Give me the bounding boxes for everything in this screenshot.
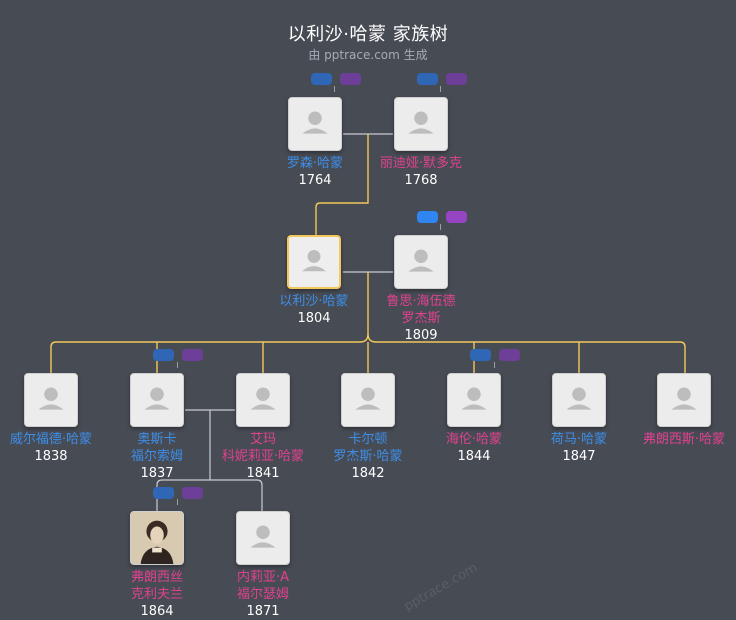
person-card-p4[interactable]	[394, 235, 448, 289]
badge-tick	[177, 362, 178, 368]
relation-badge[interactable]	[153, 487, 174, 499]
person-card-p3[interactable]	[287, 235, 341, 289]
relation-badge[interactable]	[499, 349, 520, 361]
person-birth-year-p1: 1764	[298, 173, 332, 188]
person-birth-year-p12: 1864	[140, 604, 174, 619]
person-name-p12: 克利夫兰	[130, 587, 183, 602]
person-birth-year-p13: 1871	[246, 604, 280, 619]
relation-badge[interactable]	[311, 73, 332, 85]
badge-tick	[494, 362, 495, 368]
page-title: 以利沙·哈蒙 家族树	[287, 24, 449, 45]
person-birth-year-p4: 1809	[404, 328, 438, 343]
descent-line-p3-children	[50, 272, 369, 374]
person-name-p6: 奥斯卡	[137, 432, 177, 447]
spouse-line-p7-p13	[210, 479, 263, 512]
relation-badge[interactable]	[182, 349, 203, 361]
person-card-p9[interactable]	[447, 373, 501, 427]
person-name-p9: 海伦·哈蒙	[445, 432, 503, 447]
relation-badge[interactable]	[153, 349, 174, 361]
person-card-p1[interactable]	[288, 97, 342, 151]
person-card-p13[interactable]	[236, 511, 290, 565]
descent-line-right	[367, 333, 686, 374]
person-name-p12: 弗朗西丝	[130, 570, 183, 585]
person-birth-year-p5: 1838	[34, 449, 68, 464]
person-name-p3: 以利沙·哈蒙	[279, 294, 349, 309]
person-name-p7: 科妮莉亚·哈蒙	[221, 449, 305, 464]
relation-badge[interactable]	[417, 73, 438, 85]
person-name-p11: 弗朗西斯·哈蒙	[642, 432, 726, 447]
relation-badge[interactable]	[182, 487, 203, 499]
person-name-p10: 荷马·哈蒙	[550, 432, 608, 447]
relation-badge[interactable]	[417, 211, 438, 223]
person-name-p5: 威尔福德·哈蒙	[9, 432, 93, 447]
person-birth-year-p10: 1847	[562, 449, 596, 464]
person-birth-year-p7: 1841	[246, 466, 280, 481]
person-card-p7[interactable]	[236, 373, 290, 427]
spouse-line-p6-p12-b	[156, 479, 210, 512]
person-card-p12[interactable]	[130, 511, 184, 565]
person-card-p5[interactable]	[24, 373, 78, 427]
badge-tick	[334, 86, 335, 92]
person-name-p8: 卡尔顿	[348, 432, 388, 447]
descent-line-p1-p3	[315, 134, 369, 236]
person-name-p13: 福尔瑟姆	[236, 587, 289, 602]
relation-badge[interactable]	[446, 211, 467, 223]
relation-badge[interactable]	[446, 73, 467, 85]
person-card-p2[interactable]	[394, 97, 448, 151]
person-birth-year-p6: 1837	[140, 466, 174, 481]
person-card-p6[interactable]	[130, 373, 184, 427]
person-name-p6: 福尔索姆	[130, 449, 183, 464]
person-birth-year-p3: 1804	[297, 311, 331, 326]
person-name-p1: 罗森·哈蒙	[286, 156, 344, 171]
person-birth-year-p2: 1768	[404, 173, 438, 188]
relation-badge[interactable]	[470, 349, 491, 361]
badge-tick	[177, 499, 178, 505]
person-card-p8[interactable]	[341, 373, 395, 427]
badge-tick	[440, 86, 441, 92]
person-birth-year-p8: 1842	[351, 466, 385, 481]
person-birth-year-p9: 1844	[457, 449, 491, 464]
person-name-p7: 艾玛	[249, 432, 276, 447]
person-name-p4: 罗杰斯	[401, 311, 441, 326]
person-card-p11[interactable]	[657, 373, 711, 427]
person-name-p13: 内莉亚·A	[236, 570, 290, 585]
person-card-p10[interactable]	[552, 373, 606, 427]
relation-badge[interactable]	[340, 73, 361, 85]
person-name-p4: 鲁思·海伍德	[386, 294, 456, 309]
badge-tick	[440, 224, 441, 230]
page-subtitle: 由 pptrace.com 生成	[308, 48, 428, 62]
person-name-p8: 罗杰斯·哈蒙	[333, 449, 403, 464]
person-name-p2: 丽迪娅·默多克	[379, 156, 463, 171]
